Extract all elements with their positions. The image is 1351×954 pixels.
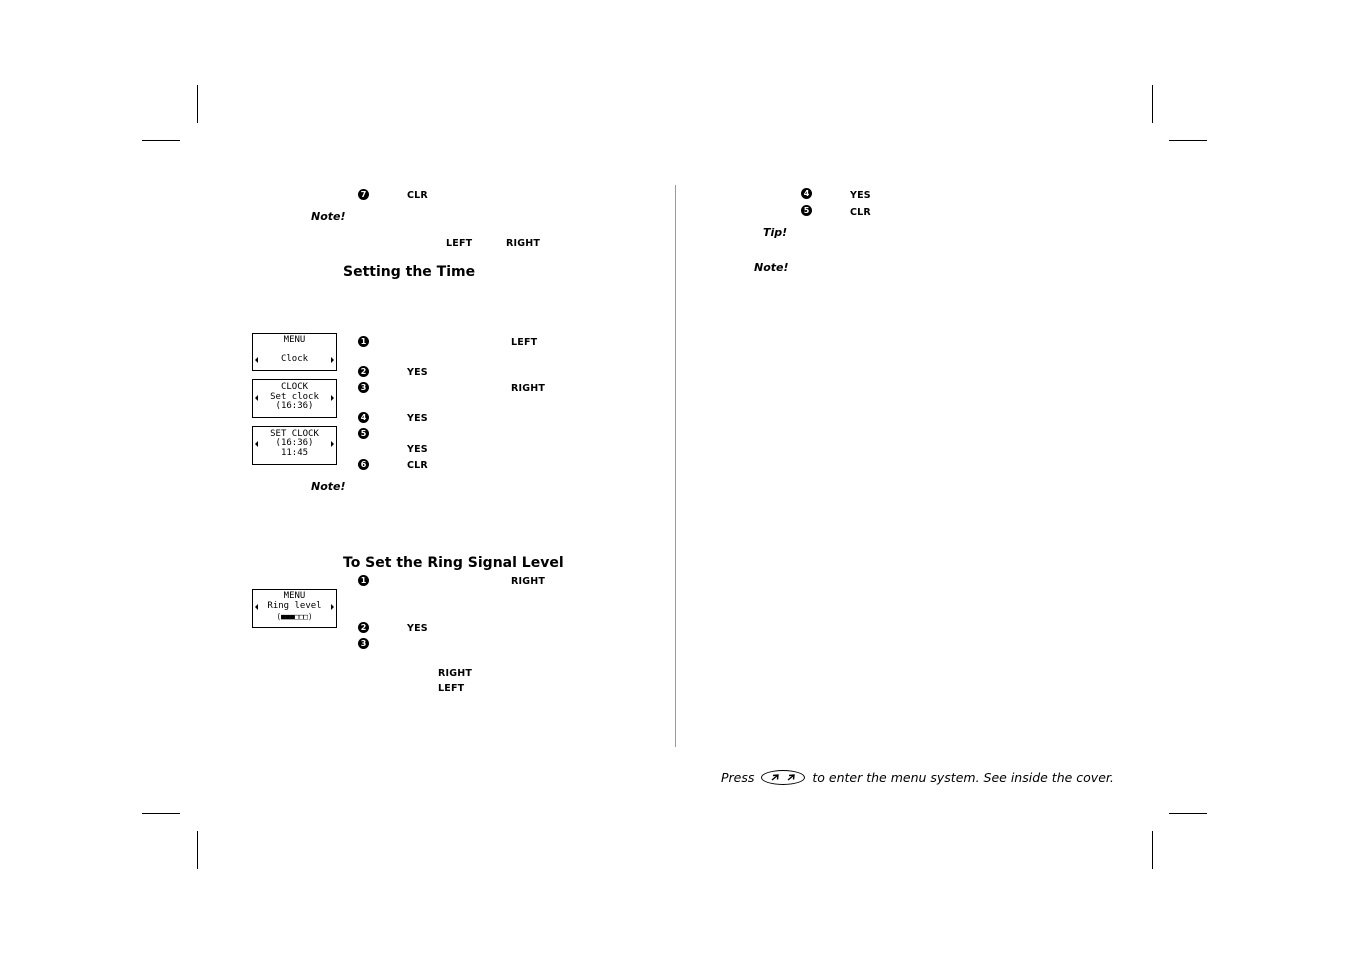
step-number: 4	[801, 188, 812, 199]
lcd-screen-set-clock-value: SET CLOCK (16:36) 11:45	[252, 426, 337, 465]
right-arrow-icon	[331, 441, 334, 447]
step-number: 2	[358, 622, 369, 633]
key-clr: CLR	[407, 190, 428, 201]
crop-mark	[197, 85, 198, 123]
step-number: 5	[358, 428, 369, 439]
right-arrow-icon	[331, 357, 334, 363]
note-label: Note!	[311, 480, 346, 493]
tip-label: Tip!	[763, 226, 788, 239]
note-label: Note!	[754, 261, 789, 274]
crop-mark	[142, 140, 180, 141]
lcd-line-1: CLOCK	[280, 382, 309, 392]
section-title-setting-time: Setting the Time	[343, 264, 476, 280]
left-arrow-icon	[255, 395, 258, 401]
left-arrow-icon	[255, 441, 258, 447]
crop-mark	[1169, 140, 1207, 141]
key-right: RIGHT	[506, 238, 541, 249]
crop-mark	[197, 831, 198, 869]
right-arrow-icon	[331, 395, 334, 401]
lcd-screen-menu-clock: MENU Clock	[252, 333, 337, 371]
key-right: RIGHT	[511, 383, 546, 394]
key-left: LEFT	[511, 337, 538, 348]
key-left: LEFT	[438, 683, 465, 694]
right-arrow-icon	[331, 604, 334, 610]
left-arrow-icon	[255, 604, 258, 610]
footer-instruction: Press to enter the menu system. See insi…	[721, 770, 1114, 786]
step-number: 4	[358, 412, 369, 423]
key-clr: CLR	[407, 460, 428, 471]
key-yes: YES	[850, 190, 871, 201]
crop-mark	[1152, 85, 1153, 123]
step-number: 2	[358, 366, 369, 377]
key-right: RIGHT	[511, 576, 546, 587]
step-number: 3	[358, 638, 369, 649]
menu-arrows-button-icon	[761, 770, 806, 785]
lcd-line-1: MENU	[283, 591, 306, 601]
note-label: Note!	[311, 210, 346, 223]
step-number: 7	[358, 189, 369, 200]
lcd-line-3: (■■■□□□)	[276, 612, 313, 621]
step-number: 1	[358, 336, 369, 347]
crop-mark	[142, 813, 180, 814]
footer-suffix: to enter the menu system. See inside the…	[812, 770, 1114, 785]
footer-prefix: Press	[721, 770, 755, 785]
key-yes: YES	[407, 367, 428, 378]
crop-mark	[1152, 831, 1153, 869]
key-yes: YES	[407, 413, 428, 424]
column-divider	[675, 185, 676, 747]
section-title-ring-signal: To Set the Ring Signal Level	[343, 555, 564, 571]
step-number: 3	[358, 382, 369, 393]
left-arrow-icon	[255, 357, 258, 363]
step-number: 5	[801, 205, 812, 216]
crop-mark	[1169, 813, 1207, 814]
lcd-screen-set-clock: CLOCK Set clock (16:36)	[252, 379, 337, 418]
step-number: 6	[358, 459, 369, 470]
lcd-line-1: SET CLOCK	[270, 429, 319, 439]
lcd-line-2: (16:36)	[275, 438, 314, 448]
step-number: 1	[358, 575, 369, 586]
key-right: RIGHT	[438, 668, 473, 679]
key-clr: CLR	[850, 207, 871, 218]
key-left: LEFT	[446, 238, 473, 249]
key-yes: YES	[407, 444, 428, 455]
lcd-screen-ring-level: MENU Ring level (■■■□□□)	[252, 589, 337, 628]
lcd-line-2: Set clock	[270, 392, 319, 402]
lcd-line-3: Clock	[280, 354, 309, 364]
key-yes: YES	[407, 623, 428, 634]
lcd-line-3: (16:36)	[275, 401, 314, 411]
lcd-line-1: MENU	[283, 335, 306, 345]
lcd-line-2: Ring level	[267, 601, 322, 611]
lcd-line-3: 11:45	[280, 448, 309, 458]
